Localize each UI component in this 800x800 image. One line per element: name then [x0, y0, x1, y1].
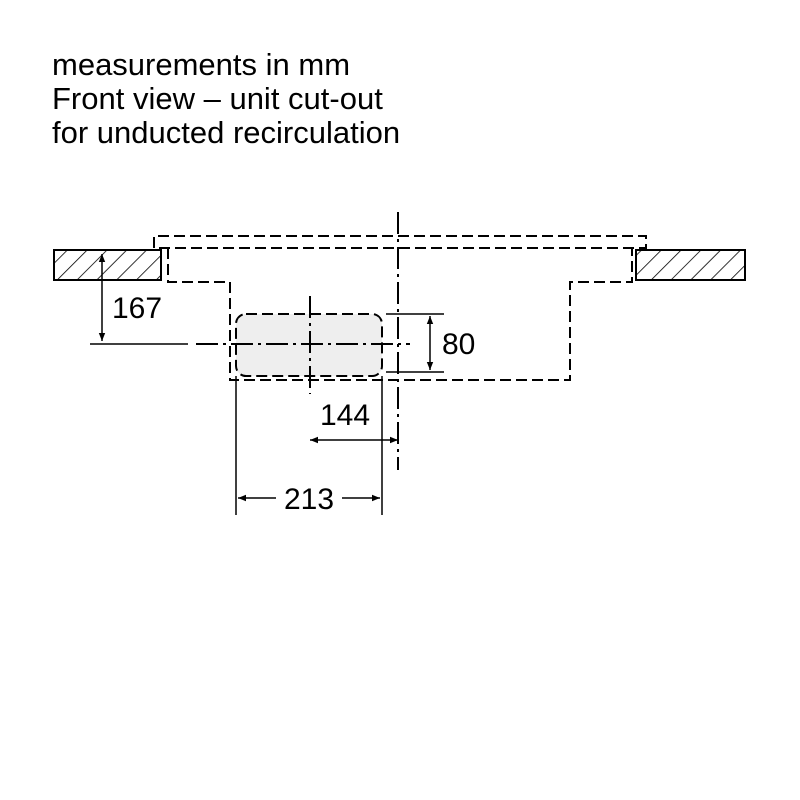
worktop-left — [53, 249, 162, 281]
center-lines — [196, 212, 410, 470]
title-line-units: measurements in mm — [52, 47, 351, 82]
title-line-view: Front view – unit cut-out — [52, 81, 383, 116]
dimension-label-144: 144 — [320, 399, 370, 432]
worktop-right — [635, 249, 746, 281]
title-block: measurements in mm Front view – unit cut… — [52, 48, 400, 150]
title-line-purpose: for unducted recirculation — [52, 115, 401, 150]
dimension-label-167: 167 — [112, 292, 162, 325]
extension-lines — [90, 313, 444, 515]
dimension-label-213: 213 — [284, 483, 334, 516]
appliance-outline — [153, 235, 647, 381]
dimension-label-80: 80 — [442, 328, 475, 361]
